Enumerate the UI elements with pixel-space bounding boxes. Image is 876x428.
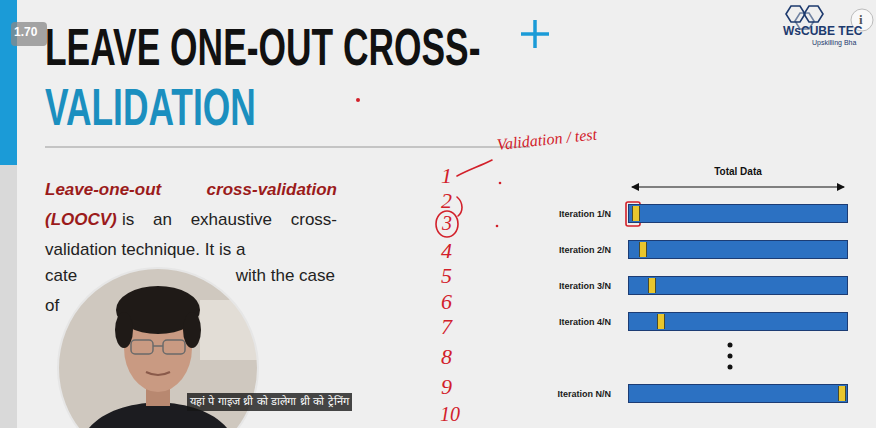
iteration-bar: Iteration 4/N <box>628 312 848 331</box>
frame-strip <box>0 165 17 428</box>
logo-tagline: Upskilling Bha <box>812 39 856 48</box>
iteration-bar: Iteration 3/N <box>628 276 848 295</box>
iteration-bar: Iteration 2/N <box>628 240 848 259</box>
body-fragment: with the case <box>236 265 335 286</box>
pen-number: 3 <box>442 211 452 236</box>
speed-badge-text: 1.70 <box>14 25 37 40</box>
held-out-sample <box>657 314 665 329</box>
dimension-label: Total Data <box>714 166 762 179</box>
definition-paragraph: Leave-one-out cross-validation (LOOCV)is… <box>45 175 337 265</box>
held-out-sample <box>632 206 640 221</box>
pen-number: 8 <box>441 343 452 371</box>
subtitle-caption: यहां पे गाइज थ्री को डालेगा थ्री को ट्रे… <box>187 393 352 411</box>
dimension-arrow <box>632 186 844 187</box>
slide-title: LEAVE ONE-OUT CROSS- VALIDATION <box>45 17 494 137</box>
title-rule <box>45 146 530 148</box>
iteration-label: Iteration 3/N <box>559 281 611 291</box>
pen-annotation: Validation / test <box>496 125 598 155</box>
iteration-bar: Iteration N/N <box>628 384 848 403</box>
iteration-label: Iteration N/N <box>557 389 611 399</box>
logo-text: WsCUBE TEC <box>783 24 862 39</box>
pen-marks <box>436 160 640 237</box>
pen-number: 4 <box>441 237 452 265</box>
body-fragment: cate <box>45 265 77 286</box>
held-out-sample <box>639 242 647 257</box>
pen-dot <box>356 98 360 102</box>
ellipsis-dots <box>728 343 733 370</box>
pen-number: 1 <box>441 162 452 190</box>
pen-dot <box>496 225 499 228</box>
iteration-label: Iteration 2/N <box>559 245 611 255</box>
speed-badge <box>11 22 47 46</box>
info-icon-text: i <box>859 12 863 28</box>
pen-number: 5 <box>441 262 452 290</box>
pen-number: 10 <box>440 402 460 427</box>
iteration-bar: Iteration 1/N <box>628 204 848 223</box>
iteration-label: Iteration 1/N <box>559 209 611 219</box>
held-out-sample <box>838 386 846 401</box>
body-fragment: of <box>45 295 59 316</box>
iteration-label: Iteration 4/N <box>559 317 611 327</box>
plus-sign <box>521 20 549 48</box>
pen-number: 2 <box>441 187 452 215</box>
held-out-sample <box>648 278 656 293</box>
pen-number: 7 <box>441 313 452 341</box>
pen-dot <box>499 182 502 185</box>
pen-number: 9 <box>441 373 452 401</box>
pen-number: 6 <box>441 288 452 316</box>
